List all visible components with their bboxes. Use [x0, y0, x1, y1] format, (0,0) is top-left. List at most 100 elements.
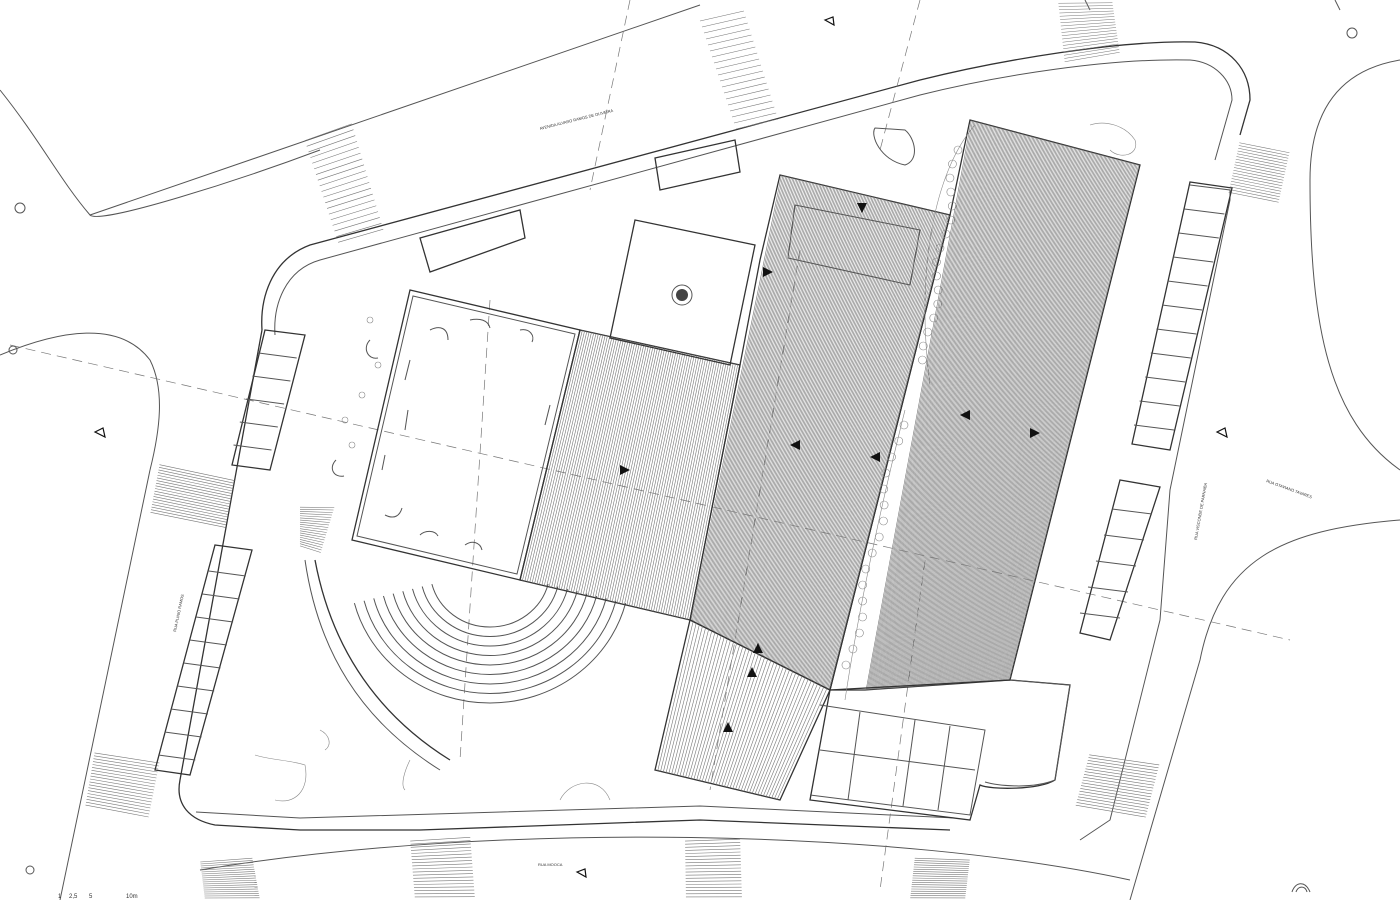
- roof-hatch-line: [575, 341, 633, 594]
- crosswalk-stripe: [334, 217, 380, 232]
- crosswalk-stripe: [310, 141, 358, 158]
- crosswalk-stripe: [326, 193, 373, 209]
- roof-hatch-line: [975, 154, 1100, 683]
- roof-hatch-line: [580, 342, 638, 595]
- roof-hatch-line: [742, 189, 845, 647]
- amphitheater-row: [402, 591, 578, 656]
- amphitheater-row: [412, 588, 568, 647]
- crosswalk-stripe: [412, 873, 474, 876]
- crosswalk-stripe: [323, 182, 370, 198]
- crosswalk-stripe: [155, 485, 231, 502]
- roof-hatch-line: [963, 150, 1087, 684]
- roof-hatch-line: [939, 143, 1058, 685]
- tree-icon: [841, 660, 851, 670]
- crosswalk-stripe: [299, 532, 326, 538]
- crosswalk-stripe: [709, 40, 754, 52]
- crosswalk-stripe: [411, 860, 473, 864]
- crosswalk-stripe: [723, 82, 767, 94]
- tree-icon: [858, 596, 867, 606]
- tree-icon: [933, 285, 943, 295]
- parking-stall-divider: [1145, 376, 1186, 383]
- crosswalk-stripe: [1063, 40, 1119, 50]
- crosswalk-stripe: [330, 205, 377, 221]
- roof-hatch-line: [779, 200, 890, 665]
- roof-hatch-line: [961, 150, 1085, 684]
- tree-icon: [855, 628, 864, 638]
- roof-hatch-line: [710, 180, 806, 631]
- crosswalk-stripe: [87, 790, 152, 803]
- crosswalk-stripe: [312, 146, 359, 164]
- roof-hatch-line: [959, 149, 1082, 684]
- roof-hatch-line: [946, 145, 1066, 685]
- southeast-building: [809, 679, 1071, 821]
- crosswalk-stripe: [911, 886, 967, 888]
- roof-hatch-line: [798, 205, 913, 675]
- roof-hatch-line: [560, 338, 620, 590]
- roof-hatch-line: [777, 199, 887, 664]
- roof-hatch-line: [823, 213, 944, 688]
- roof-hall-b: [519, 329, 741, 621]
- roof-hatch-line: [694, 176, 786, 623]
- roof-hatch-line: [930, 140, 1048, 686]
- parking-stall-divider: [196, 616, 234, 623]
- roof-hatch-line: [587, 343, 645, 597]
- tree-icon: [918, 355, 927, 365]
- roof-hatch-line: [704, 179, 799, 628]
- roof-hatch-line: [553, 336, 613, 589]
- crosswalk-stripe: [1238, 147, 1289, 159]
- street-label-west: RUA PLINIO RAMOS: [172, 593, 185, 632]
- roof-hatch-line: [679, 362, 732, 618]
- roof-hatch-line: [780, 200, 891, 666]
- roof-hatch-line: [645, 355, 700, 610]
- roof-hatch-line: [809, 209, 927, 681]
- crosswalk-stripe: [1059, 10, 1114, 14]
- roof-hatch-line: [721, 657, 765, 787]
- roof-hatch-line: [739, 189, 842, 646]
- roof-hatch-line: [815, 210, 934, 684]
- roof-hatch-line: [771, 685, 821, 799]
- crosswalk-stripe: [1058, 2, 1113, 4]
- roof-hatch-line: [966, 151, 1090, 684]
- roof-hatch-line: [701, 646, 744, 782]
- roof-hatch-line: [543, 334, 604, 586]
- crosswalk-stripe: [1062, 35, 1118, 43]
- roof-south-canopy: [654, 619, 831, 801]
- roof-hatch-line: [985, 157, 1112, 682]
- roof-hatch-line: [762, 195, 869, 657]
- roof-hatch-line: [734, 187, 835, 643]
- roof-hatch-line: [882, 125, 992, 689]
- roof-hatch-line: [728, 185, 828, 640]
- roof-hatch-line: [730, 186, 830, 641]
- roof-hatch-line: [760, 195, 867, 656]
- roof-hatch-line: [710, 651, 753, 784]
- tree-icon: [861, 564, 871, 574]
- roof-hatch-line: [992, 159, 1121, 682]
- roof-hatch-line: [917, 136, 1032, 687]
- crosswalk-stripe: [154, 488, 231, 505]
- crosswalk-stripe: [1233, 169, 1284, 181]
- crosswalk-stripe: [153, 496, 229, 513]
- tree-icon: [933, 299, 943, 309]
- crosswalk-stripe: [308, 135, 356, 153]
- roof-hatch-line: [933, 141, 1052, 686]
- crosswalk-stripe: [202, 877, 257, 881]
- parking-stall-divider: [158, 754, 196, 761]
- roof-hatch-line: [811, 209, 928, 681]
- crosswalk-stripe: [299, 526, 328, 531]
- roof-hatch-line: [695, 176, 788, 623]
- parking-stall-divider: [1079, 612, 1121, 619]
- roof-hatch-line: [740, 668, 787, 791]
- tree-icon: [348, 441, 356, 449]
- roof-hatch-line: [871, 122, 979, 690]
- crosswalk-stripe: [913, 866, 969, 869]
- entry-triangle-icon: [753, 643, 763, 653]
- roof-hatch-line: [685, 637, 725, 778]
- crosswalk-stripe: [699, 10, 744, 22]
- roof-hatch-line: [650, 356, 704, 611]
- tree-icon: [935, 243, 945, 253]
- crosswalk-stripe: [90, 772, 156, 785]
- crosswalk-stripe: [317, 164, 365, 181]
- roof-hatch-line: [984, 156, 1111, 682]
- crosswalk-stripe: [203, 890, 259, 893]
- crosswalk-stripe: [93, 758, 159, 770]
